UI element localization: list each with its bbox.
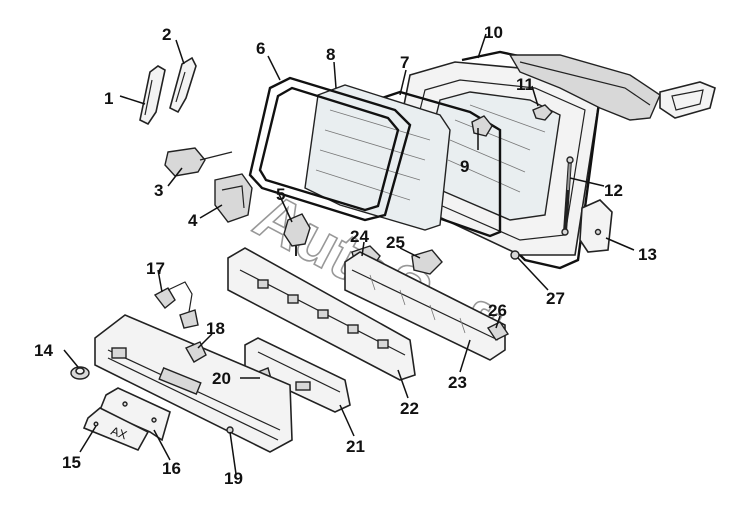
part-grommet-14 xyxy=(70,366,90,380)
part-clip-18 xyxy=(185,341,207,363)
callout-16: 16 xyxy=(162,459,181,478)
part-spoiler xyxy=(508,54,661,121)
callout-1: 1 xyxy=(104,89,113,108)
part-hinge-2 xyxy=(169,56,197,114)
part-gas-strut xyxy=(561,156,574,236)
part-window-frame xyxy=(248,76,412,222)
part-latch-3 xyxy=(164,147,233,177)
callout-11: 11 xyxy=(516,75,534,94)
part-lock-cylinder xyxy=(283,213,311,256)
callout-8: 8 xyxy=(326,45,335,64)
part-reinforcement-23 xyxy=(344,251,506,361)
part-25 xyxy=(411,249,443,275)
part-front-bumper-19 xyxy=(94,314,293,453)
callout-14: 14 xyxy=(34,341,53,360)
callout-6: 6 xyxy=(256,39,265,58)
callout-27: 27 xyxy=(546,289,565,308)
callout-20: 20 xyxy=(212,369,231,388)
part-bracket-17 xyxy=(153,281,199,329)
callout-13: 13 xyxy=(638,245,657,264)
callout-21: 21 xyxy=(346,437,365,456)
callout-2: 2 xyxy=(162,25,171,44)
callout-17: 17 xyxy=(146,259,165,278)
part-hinge-1 xyxy=(139,65,166,126)
callout-25: 25 xyxy=(386,233,405,252)
callout-10: 10 xyxy=(484,23,503,42)
callout-23: 23 xyxy=(448,373,467,392)
callout-3: 3 xyxy=(154,181,163,200)
callout-18: 18 xyxy=(206,319,225,338)
part-bumper-beam-22 xyxy=(227,247,416,381)
callout-12: 12 xyxy=(604,181,623,200)
part-26 xyxy=(486,321,510,341)
part-door-lock xyxy=(471,115,493,137)
callout-9: 9 xyxy=(460,157,469,176)
part-11-clip xyxy=(532,104,553,121)
callout-19: 19 xyxy=(224,469,243,488)
callout-22: 22 xyxy=(400,399,419,418)
part-cover-plate xyxy=(579,199,613,253)
callout-4: 4 xyxy=(188,211,198,230)
callout-15: 15 xyxy=(62,453,81,472)
part-licence-plate-15: AX xyxy=(82,407,150,452)
callout-24: 24 xyxy=(350,227,369,246)
part-catch-4 xyxy=(214,173,253,223)
callout-7: 7 xyxy=(400,53,409,72)
callout-labels: 1 2 3 4 5 6 7 8 9 10 11 12 13 14 15 16 1… xyxy=(34,23,657,488)
part-brake-light xyxy=(659,81,716,119)
leader-lines xyxy=(63,33,635,475)
callout-26: 26 xyxy=(488,301,507,320)
plate-text: AX xyxy=(109,424,129,443)
part-rear-glass xyxy=(304,84,451,231)
callout-5: 5 xyxy=(276,185,285,204)
